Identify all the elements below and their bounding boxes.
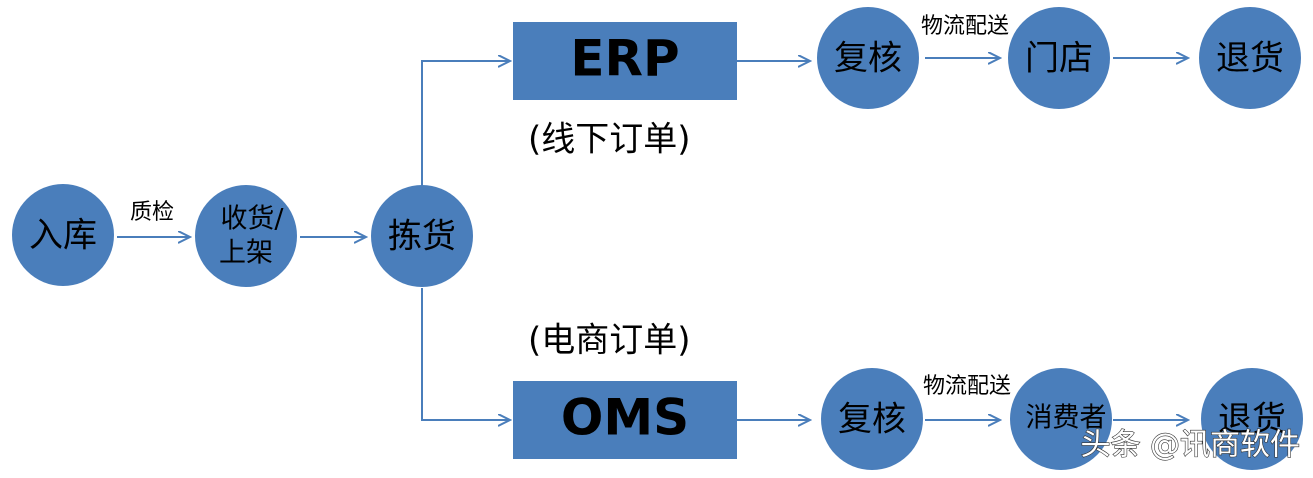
group-label-offline-order: (线下订单) — [528, 120, 691, 160]
group-label-ecommerce-order: (电商订单) — [528, 321, 691, 361]
node-recheck-erp-label: 复核 — [834, 39, 902, 79]
node-recheck-erp: 复核 — [817, 7, 919, 109]
box-oms: OMS — [513, 381, 737, 459]
arrow-picking-to-oms — [421, 288, 510, 420]
node-return-oms-label: 退货 — [1218, 400, 1286, 440]
node-picking-label: 拣货 — [388, 217, 456, 257]
box-oms-label: OMS — [561, 389, 689, 447]
node-return-erp: 退货 — [1199, 7, 1301, 109]
node-receive-shelve-label-line1: 收货/ — [220, 204, 284, 235]
node-return-erp-label: 退货 — [1216, 39, 1284, 79]
node-receive-shelve-label-line2: 上架 — [219, 238, 273, 269]
node-return-oms: 退货 — [1201, 368, 1303, 470]
node-inbound: 入库 — [12, 184, 114, 286]
edge-label-quality-check: 质检 — [130, 200, 174, 225]
node-picking: 拣货 — [371, 185, 473, 287]
arrow-picking-to-erp — [421, 61, 510, 186]
node-inbound-label: 入库 — [29, 216, 97, 256]
node-recheck-oms: 复核 — [821, 368, 923, 470]
node-store: 门店 — [1008, 7, 1110, 109]
node-receive-shelve: 收货/ 上架 — [195, 185, 297, 287]
node-consumer: 消费者 — [1010, 368, 1112, 470]
watermark: 头条 @讯商软件 — [1080, 428, 1300, 463]
edge-label-logistics-erp: 物流配送 — [921, 14, 1009, 39]
node-recheck-oms-label: 复核 — [838, 400, 906, 440]
box-erp-label: ERP — [570, 30, 679, 88]
box-erp: ERP — [513, 22, 737, 100]
edge-label-logistics-oms: 物流配送 — [923, 374, 1011, 399]
node-consumer-label: 消费者 — [1026, 403, 1107, 434]
node-store-label: 门店 — [1025, 39, 1093, 79]
